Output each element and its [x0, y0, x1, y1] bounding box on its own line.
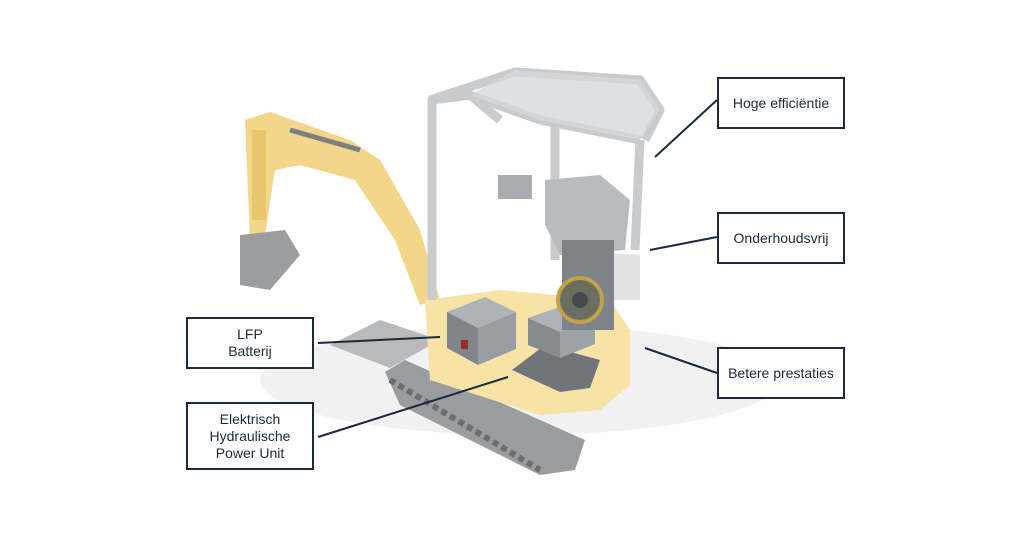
- callout-line-efficiency: [654, 99, 718, 158]
- callout-performance: Betere prestaties: [717, 347, 845, 399]
- callout-hpu-line-3: Power Unit: [215, 444, 285, 461]
- control-screen: [498, 175, 532, 199]
- callout-line-maintenance: [649, 236, 718, 251]
- callout-line-performance: [644, 347, 718, 374]
- callout-hpu: Elektrisch Hydraulische Power Unit: [186, 402, 314, 470]
- excavator-arm: [240, 112, 440, 305]
- operator-seat: [545, 175, 630, 255]
- callout-maintenance-text: Onderhoudsvrij: [733, 229, 829, 246]
- callout-battery-line-1: LFP: [237, 326, 263, 342]
- callout-hpu-line-1: Elektrisch: [219, 410, 281, 427]
- battery-box: [447, 297, 516, 365]
- callout-performance-text: Betere prestaties: [728, 364, 834, 381]
- callout-efficiency: Hoge efficiëntie: [717, 77, 845, 129]
- callout-line-hpu: [317, 376, 509, 438]
- track-assembly: [330, 320, 585, 475]
- callout-maintenance: Onderhoudsvrij: [717, 212, 845, 264]
- callout-battery: LFP Batterij: [186, 317, 314, 369]
- hydraulic-power-unit: [512, 240, 614, 392]
- callout-lines: [317, 99, 718, 438]
- callout-hpu-line-2: Hydraulische: [209, 427, 291, 444]
- cabin-roof: [470, 70, 660, 140]
- callout-battery-line-2: Batterij: [228, 343, 272, 359]
- callout-line-battery: [317, 336, 441, 344]
- callout-efficiency-text: Hoge efficiëntie: [732, 94, 830, 111]
